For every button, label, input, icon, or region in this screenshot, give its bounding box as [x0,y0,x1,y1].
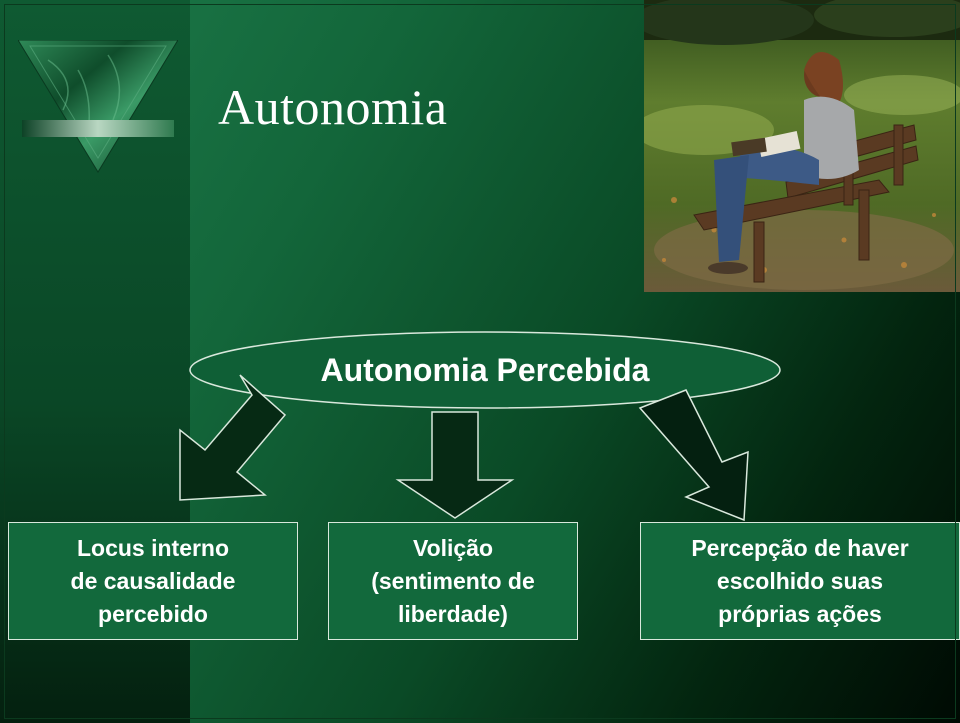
box-line: de causalidade [70,567,236,594]
box-line: Locus interno [76,534,230,561]
concept-box-volicao: Volição (sentimento de liberdade) [328,522,578,640]
box-line: percebido [98,600,208,627]
park-bench-photo [644,0,960,292]
concept-box-locus: Locus interno de causalidade percebido [8,522,298,640]
concept-box-percepcao: Percepção de haver escolhido suas própri… [640,522,960,640]
triangle-logo-icon [18,40,178,173]
arrow-right [638,389,749,522]
arrow-left [179,374,287,501]
box-line: Percepção de haver [691,534,909,561]
box-line: escolhido suas [716,567,884,594]
central-ellipse [189,331,781,409]
slide-title: Autonomia [218,79,448,135]
box-line: (sentimento de [371,567,535,594]
box-line: liberdade) [398,600,508,627]
arrow-center [395,411,515,519]
central-concept-label: Autonomia Percebida [320,351,650,388]
box-line: próprias ações [718,600,882,627]
box-line: Volição [412,534,494,561]
